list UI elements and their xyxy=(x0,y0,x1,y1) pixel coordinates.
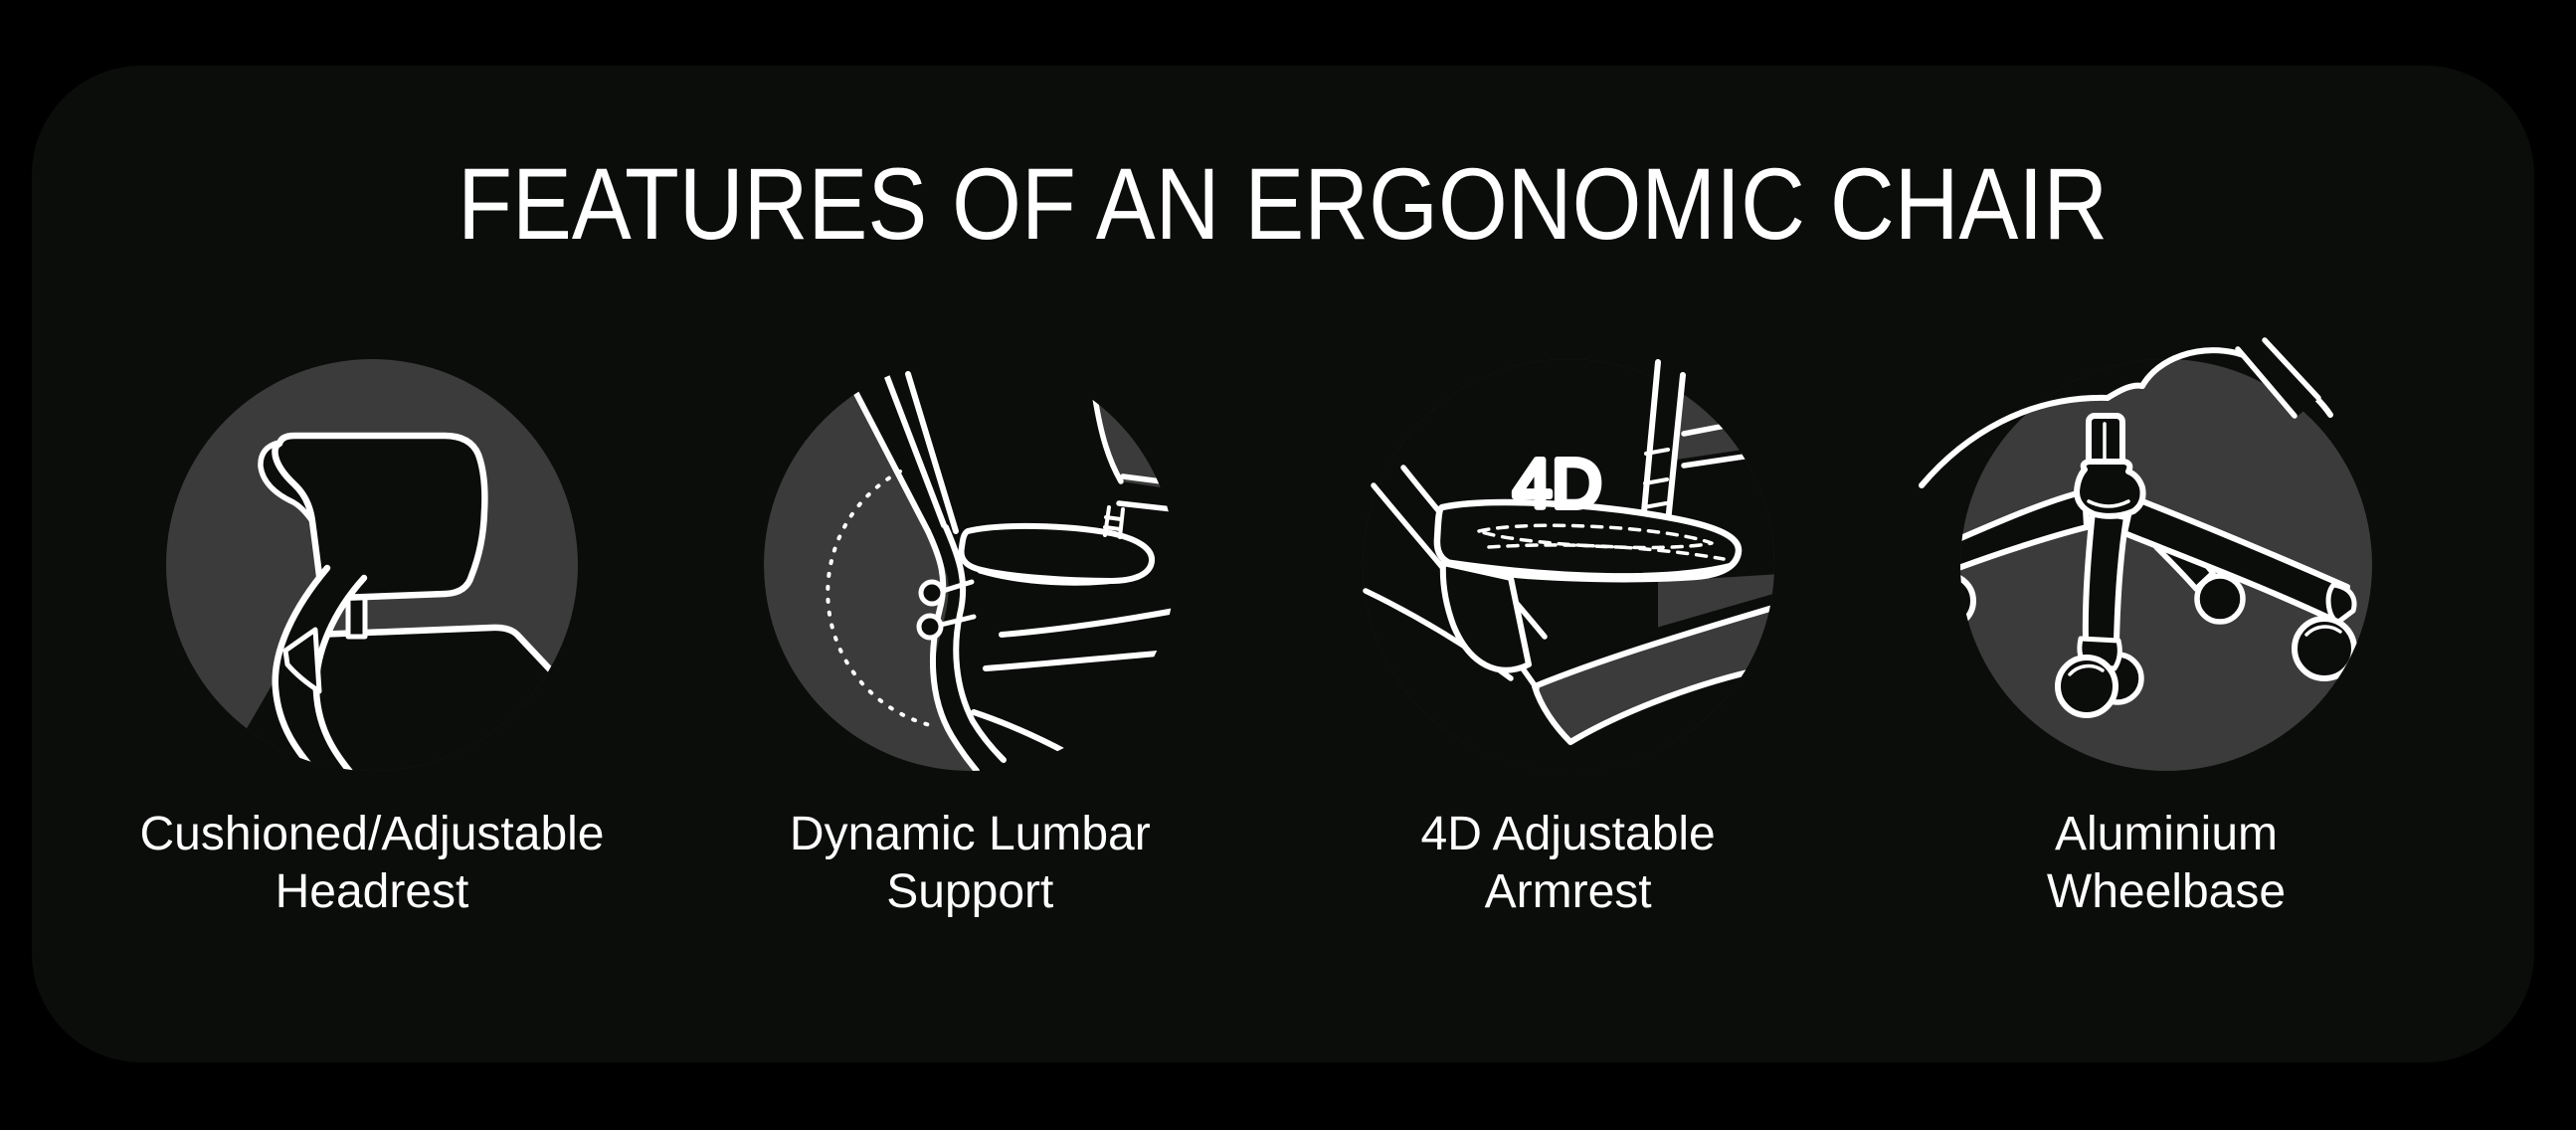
ladder-rail-2 xyxy=(1118,507,1126,539)
feature-label-line1: Dynamic Lumbar xyxy=(789,808,1151,860)
armrest-4d-badge: 4D xyxy=(1513,445,1601,522)
armrest-underside xyxy=(977,568,1134,586)
adjustment-knob-1 xyxy=(918,579,946,607)
feature-label-line1: 4D Adjustable xyxy=(1420,808,1716,860)
feature-card-wheelbase: Aluminium Wheelbase xyxy=(1918,336,2395,921)
page-title: FEATURES OF AN ERGONOMIC CHAIR xyxy=(32,153,2534,255)
hub-detail xyxy=(2087,499,2130,508)
feature-label-line2: Armrest xyxy=(1484,865,1652,918)
armrest-pad xyxy=(1433,498,1742,583)
flex-range-dashed-arc xyxy=(826,470,937,728)
armrest-bracket xyxy=(1439,560,1532,673)
feature-label: 4D Adjustable Armrest xyxy=(1421,806,1716,921)
caster-left xyxy=(1959,572,1976,630)
feature-label-line2: Wheelbase xyxy=(2046,865,2287,918)
post-rung-3 xyxy=(1641,501,1668,509)
infographic-panel: FEATURES OF AN ERGONOMIC CHAIR xyxy=(32,66,2534,1062)
ladder-rung-2 xyxy=(1103,525,1123,531)
pad-stitch-dashed xyxy=(1476,523,1714,550)
feature-label-line1: Cushioned/Adjustable xyxy=(139,808,605,860)
circle-background-right xyxy=(1099,404,1162,487)
back-post-shape xyxy=(2235,338,2319,418)
knob-stem-1 xyxy=(940,579,975,594)
strut-shape xyxy=(275,568,364,771)
adjustment-knob-2 xyxy=(916,613,944,641)
feature-label-line2: Headrest xyxy=(275,865,469,918)
lumbar-support-illustration-icon xyxy=(741,336,1198,794)
feature-label: Cushioned/Adjustable Headrest xyxy=(140,806,605,921)
seat-edge-1 xyxy=(1918,394,2111,488)
lumbar-band-outer xyxy=(925,528,981,771)
feature-card-lumbar: Dynamic Lumbar Support xyxy=(741,336,1198,921)
caster-right-neck xyxy=(2325,582,2357,626)
post-rung-2 xyxy=(1642,477,1669,485)
post-rung-1 xyxy=(1643,448,1670,456)
caster-rear xyxy=(2194,573,2246,625)
leg-left xyxy=(1959,488,2090,576)
armrest-illustration-icon: 4D xyxy=(1340,336,1797,794)
back-post-line-2 xyxy=(2262,337,2321,401)
lumbar-illustration-svg xyxy=(764,359,1177,771)
pad-seam-dashed xyxy=(1486,543,1726,561)
wheelbase-lineart-open xyxy=(1918,337,2333,488)
back-edge-curve xyxy=(1092,395,1125,484)
back-post-line-1 xyxy=(2235,346,2298,419)
caster-right-detail xyxy=(2304,625,2342,637)
headrest-illustration-icon xyxy=(143,336,601,794)
page-title-text: FEATURES OF AN ERGONOMIC CHAIR xyxy=(458,147,2109,261)
caster-front-detail xyxy=(2068,663,2105,676)
feature-label: Dynamic Lumbar Support xyxy=(790,806,1151,921)
frame-line-1 xyxy=(847,379,932,534)
wheelbase-illustration-svg xyxy=(1918,337,2372,771)
seat-line-2 xyxy=(983,650,1173,671)
ladder-rung-1 xyxy=(1104,515,1124,521)
lumbar-lineart xyxy=(764,361,1177,771)
ladder-rail-1 xyxy=(1103,505,1112,537)
strut-edge-left xyxy=(272,564,331,771)
post-line-2 xyxy=(1664,372,1686,525)
post-line-1 xyxy=(1639,359,1661,525)
mesh-rail-2 xyxy=(1116,500,1177,512)
feature-label-line2: Support xyxy=(886,865,1054,918)
headrest-illustration-svg xyxy=(166,359,578,771)
pad-underside xyxy=(1446,559,1735,579)
headrest-pad xyxy=(272,432,488,602)
lumbar-band-inner xyxy=(943,524,1008,763)
seat-line-1 xyxy=(999,608,1177,638)
feature-card-armrest: 4D 4D Adjustable Armrest xyxy=(1340,336,1797,921)
feature-label: Aluminium Wheelbase xyxy=(2047,806,2286,921)
feature-grid: Cushioned/Adjustable Headrest xyxy=(32,336,2534,921)
wheelbase-lineart xyxy=(1959,359,2372,718)
knob-stem-2 xyxy=(938,614,977,628)
frame-line-2 xyxy=(879,361,948,528)
wheelbase-illustration-icon xyxy=(1918,336,2395,794)
feature-card-headrest: Cushioned/Adjustable Headrest xyxy=(140,336,605,921)
circle-background-left xyxy=(764,380,975,771)
armrest-illustration-svg: 4D xyxy=(1362,359,1774,771)
strut-cutout xyxy=(282,627,322,694)
seat-wedge xyxy=(1531,600,1774,745)
circle-background xyxy=(1959,359,2372,771)
armrest-lineart-open: 4D xyxy=(1362,359,1742,691)
frame-line-3 xyxy=(905,371,960,534)
feature-label-line1: Aluminium xyxy=(2054,808,2278,860)
